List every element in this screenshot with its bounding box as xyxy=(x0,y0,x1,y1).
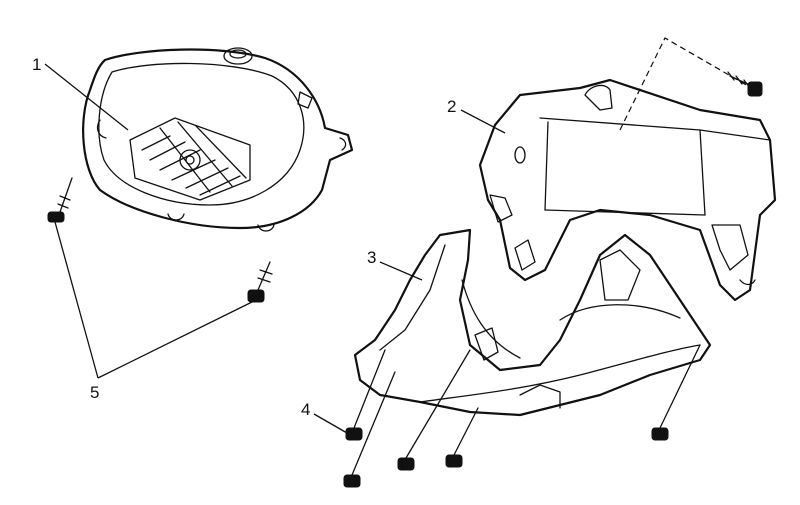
callout-4: 4 xyxy=(301,400,348,434)
screw-5a xyxy=(47,177,73,223)
screw-5b xyxy=(247,261,273,303)
callout-label-1: 1 xyxy=(32,55,41,74)
screw-4c xyxy=(397,457,415,471)
callout-2: 2 xyxy=(447,97,506,134)
assembly-axis-lines xyxy=(351,37,749,476)
fan-cover xyxy=(82,47,354,232)
lower-shroud xyxy=(353,228,712,417)
callout-label-5: 5 xyxy=(90,383,99,402)
fan-grille xyxy=(129,117,251,201)
callout-label-4: 4 xyxy=(301,400,310,419)
upper-shroud xyxy=(478,78,777,302)
callout-label-3: 3 xyxy=(367,248,376,267)
screw-4b xyxy=(343,474,361,488)
callout-5: 5 xyxy=(54,221,253,402)
callout-3: 3 xyxy=(367,248,423,281)
callout-label-2: 2 xyxy=(447,97,456,116)
screw-4d xyxy=(445,454,463,468)
callout-1: 1 xyxy=(32,55,129,131)
screw-4e xyxy=(651,427,669,441)
screw-4a xyxy=(345,427,363,441)
